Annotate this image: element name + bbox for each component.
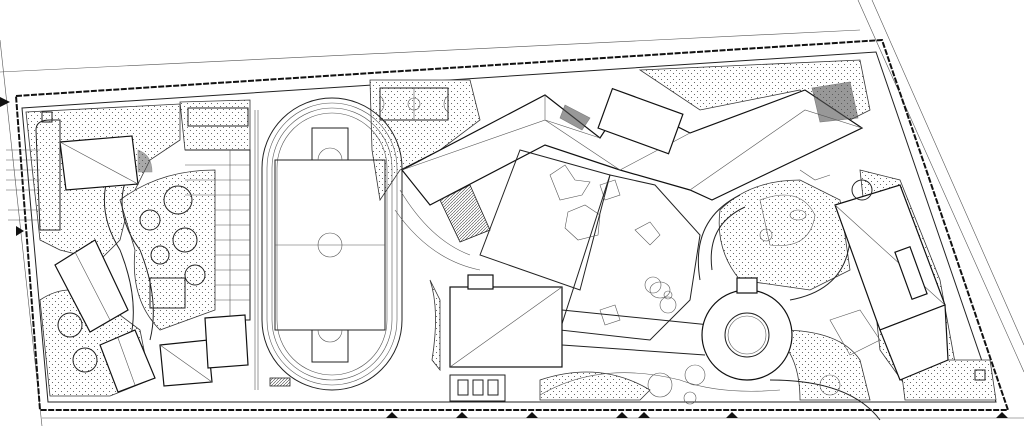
inner-boundary (21, 51, 997, 403)
central-garden (479, 149, 701, 341)
east-building (834, 179, 986, 381)
entrance-markers (0, 97, 1008, 418)
running-track (254, 97, 403, 391)
main-building (394, 81, 864, 271)
gym-building (449, 274, 711, 402)
east-garden (759, 169, 881, 356)
parking-rows (185, 107, 251, 321)
rotunda (539, 194, 881, 421)
buildings-left (6, 111, 249, 393)
basketball-court (379, 87, 449, 121)
site-boundary (14, 38, 1010, 411)
left-garden (57, 169, 206, 373)
